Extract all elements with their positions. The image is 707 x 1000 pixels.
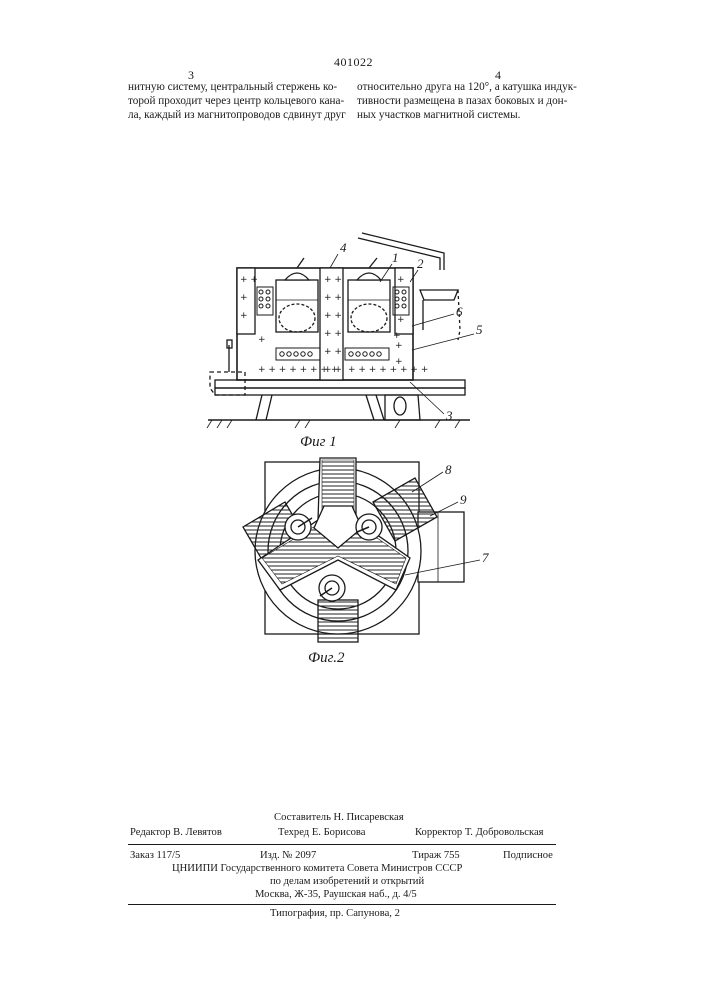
svg-text:+ + + + + + + +: + + + + + + + + xyxy=(348,365,428,375)
svg-text:+ +: + + xyxy=(324,347,342,357)
svg-text:+: + xyxy=(395,341,403,351)
svg-text:+ +: + + xyxy=(324,311,342,321)
edition-line: Изд. № 2097 xyxy=(260,850,316,861)
printing-line: Типография, пр. Сапунова, 2 xyxy=(270,908,400,919)
svg-text:+ +: + + xyxy=(324,329,342,339)
svg-text:+: + xyxy=(397,315,405,325)
svg-text:+: + xyxy=(393,331,401,341)
figure-2-caption: Фиг.2 xyxy=(308,650,345,666)
footer-rule xyxy=(128,844,556,845)
svg-text:+ + + + + + + +: + + + + + + + + xyxy=(258,365,338,375)
label-4: 4 xyxy=(340,240,347,255)
label-1: 1 xyxy=(392,250,399,265)
editor-line: Редактор В. Левятов xyxy=(130,827,222,838)
svg-text:+ +: + + xyxy=(324,275,342,285)
svg-text:+: + xyxy=(395,357,403,367)
address-line: Москва, Ж-35, Раушская наб., д. 4/5 xyxy=(255,889,417,900)
figure-2-drawing xyxy=(243,458,464,642)
compiler-line: Составитель Н. Писаревская xyxy=(274,812,404,823)
label-5: 5 xyxy=(476,322,483,337)
label-7: 7 xyxy=(482,550,489,565)
subscription-line: Подписное xyxy=(503,850,553,861)
label-9: 9 xyxy=(460,492,467,507)
circulation-line: Тираж 755 xyxy=(412,850,460,861)
svg-text:+: + xyxy=(240,293,248,303)
svg-text:+: + xyxy=(397,275,405,285)
corrector-line: Корректор Т. Добровольская xyxy=(415,827,544,838)
techred-line: Техред Е. Борисова xyxy=(278,827,366,838)
footer-rule-bottom xyxy=(128,904,556,905)
label-3: 3 xyxy=(445,408,453,423)
label-2: 2 xyxy=(417,256,424,271)
institute-line-2: по делам изобретений и открытий xyxy=(270,876,424,887)
svg-text:+: + xyxy=(240,311,248,321)
institute-line-1: ЦНИИПИ Государственного комитета Совета … xyxy=(172,863,462,874)
figure-1-caption: Фиг 1 xyxy=(300,434,337,450)
svg-text:+ +: + + xyxy=(324,293,342,303)
label-6: 6 xyxy=(456,304,463,319)
label-8: 8 xyxy=(445,462,452,477)
svg-text:+ +: + + xyxy=(240,275,258,285)
svg-text:+: + xyxy=(258,335,266,345)
figure-1-drawing: + +++ + ++ ++ + + ++ ++ + ++ + + + + + +… xyxy=(207,233,470,428)
order-line: Заказ 117/5 xyxy=(130,850,180,861)
